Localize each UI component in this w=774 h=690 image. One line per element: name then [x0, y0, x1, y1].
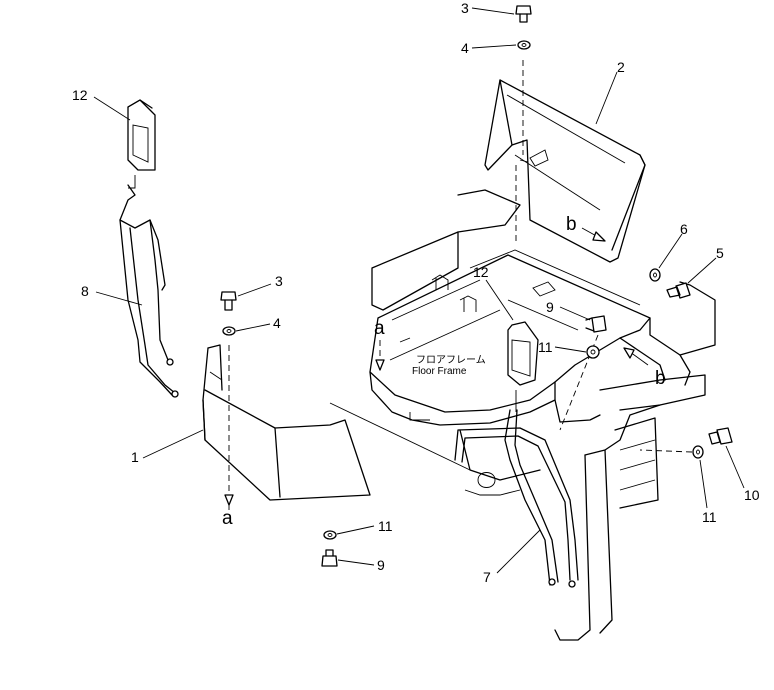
callout-8: 8: [81, 283, 89, 299]
callout-9-right: 9: [546, 299, 554, 315]
bolt-3-top: [515, 5, 532, 23]
leader-lines: [93, 7, 745, 574]
bolt-3-left: [220, 291, 237, 311]
callout-3-top: 3: [461, 0, 469, 16]
callout-4-left: 4: [273, 315, 281, 331]
wire-harness-7: [454, 409, 579, 588]
bolt-10: [708, 427, 733, 445]
callout-2: 2: [617, 59, 625, 75]
callout-labels: 3 4 2 12 8 3 4 1 11 9 6 5 12 9 11 7 10 1…: [72, 0, 760, 585]
callout-12-left: 12: [72, 87, 88, 103]
callout-11-right: 11: [702, 509, 717, 525]
wire-harness-8: [119, 184, 179, 398]
bolt-5: [666, 282, 691, 299]
ref-letter-b-bottom: b: [655, 368, 666, 389]
bolt-9-left: [321, 549, 338, 567]
washer-6: [649, 268, 661, 282]
bolt-9-right: [559, 315, 607, 431]
ref-arrow-a-bottom: [224, 494, 234, 506]
floor-frame: [369, 189, 716, 641]
floor-frame-label-jp: フロアフレーム: [416, 354, 486, 366]
callout-1: 1: [131, 449, 139, 465]
work-lamp-right: [507, 321, 539, 412]
callout-5: 5: [716, 245, 724, 261]
ref-arrow-b-bottom: [623, 347, 649, 366]
washer-11-left: [323, 530, 337, 540]
callout-10: 10: [744, 487, 760, 503]
callout-6: 6: [680, 221, 688, 237]
callout-9-left: 9: [377, 557, 385, 573]
ref-letter-b-top: b: [566, 214, 577, 235]
washer-4-top: [517, 40, 531, 50]
callout-3-left: 3: [275, 273, 283, 289]
callout-7: 7: [483, 569, 491, 585]
washer-11-center: [586, 345, 600, 359]
callout-12-right: 12: [473, 264, 489, 280]
washer-4-left: [222, 326, 236, 336]
ref-letter-a-top: a: [374, 318, 385, 339]
callout-11-center: 11: [538, 339, 553, 355]
callout-4-top: 4: [461, 40, 469, 56]
washer-11-right: [639, 445, 704, 459]
seat-back-panel: [484, 60, 646, 263]
side-panel: [202, 344, 471, 510]
work-lamp-left: [127, 99, 156, 189]
floor-frame-label-en: Floor Frame: [412, 366, 467, 377]
ref-arrow-b-top: [581, 227, 606, 242]
callout-11-left: 11: [378, 518, 393, 534]
ref-letter-a-bottom: a: [222, 508, 233, 529]
ref-arrow-a-top: [375, 340, 385, 371]
